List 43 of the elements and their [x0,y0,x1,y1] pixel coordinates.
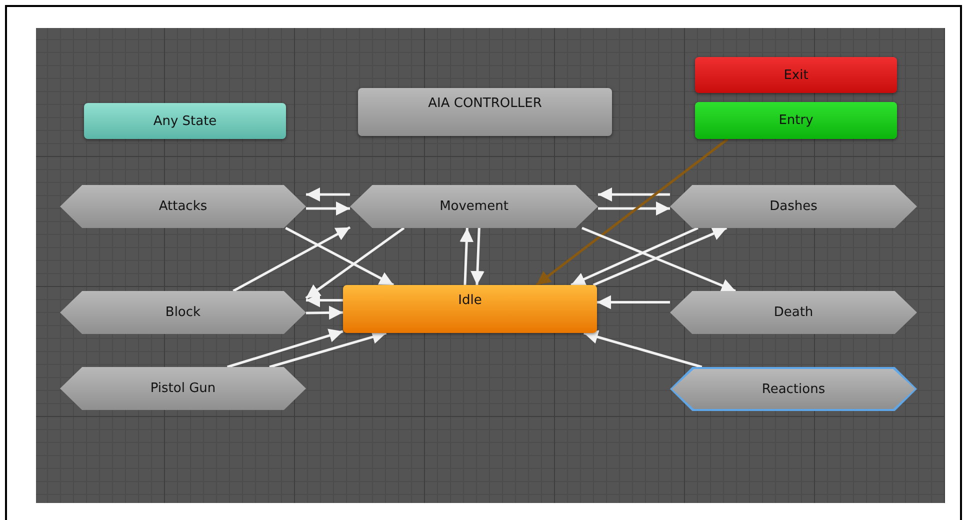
state-label: Attacks [158,199,208,214]
transition-arrow [269,330,387,368]
state-node [60,291,306,334]
state-label: Idle [458,293,482,308]
state-node [670,185,917,228]
state-label: Any State [153,114,217,128]
state-label: Pistol Gun [150,381,216,396]
transition-arrow [584,330,702,368]
state-label: AIA CONTROLLER [428,96,542,111]
state-node [670,367,917,411]
transition-arrow [306,293,343,308]
transition-arrow [570,226,698,286]
state-node [358,88,612,136]
state-label: Dashes [770,199,818,214]
transition-arrow [306,202,350,216]
transition-arrow [460,228,474,286]
state-node [60,185,306,228]
state-node [84,103,286,139]
state-node [60,367,306,410]
transition-arrow [470,228,484,286]
state-label: Movement [440,199,508,214]
transition-arrow [285,226,394,286]
transition-arrow [598,202,670,216]
state-node [695,102,897,139]
state-node [670,291,917,334]
state-node [350,185,598,228]
transition-arrow [592,226,728,286]
transition-arrow [305,226,405,300]
transition-arrow [582,226,736,292]
transition-arrow [597,295,670,310]
state-node [343,285,597,333]
state-label: Block [165,305,201,320]
state-label: Exit [784,68,808,82]
state-label: Death [774,305,814,320]
state-node [695,57,897,93]
transition-arrow [306,306,344,320]
state-label: Entry [778,113,814,128]
transition-arrow [306,188,350,202]
transition-arrow [226,328,344,368]
transition-arrow [598,188,670,202]
transition-arrow [232,226,351,292]
transition-arrow [536,138,729,286]
state-label: Reactions [762,382,826,396]
